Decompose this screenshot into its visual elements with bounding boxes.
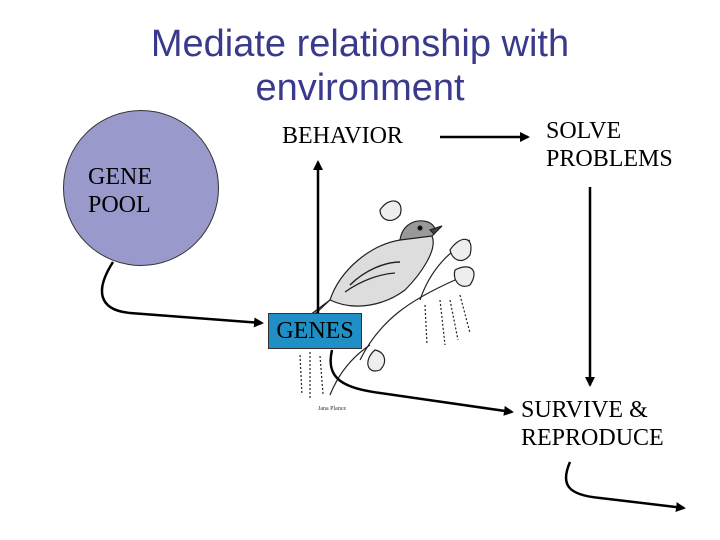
arrow-genepool-to-genes <box>100 261 264 328</box>
bird-wing-2 <box>344 272 396 293</box>
solve-problems-label: SOLVE PROBLEMS <box>546 118 673 172</box>
branch-lower <box>329 344 371 396</box>
bird-beak <box>428 225 443 235</box>
bird-body <box>329 233 434 307</box>
leaf-2 <box>453 266 475 287</box>
behavior-label: BEHAVIOR <box>282 123 403 149</box>
illustration-signature: Jana Plance <box>318 406 346 412</box>
genes-box: GENES <box>268 313 362 349</box>
catkins <box>299 294 471 400</box>
survive-reproduce-label: SURVIVE & REPRODUCE <box>521 397 664 451</box>
gene-pool-circle <box>63 110 219 266</box>
leaf-1 <box>449 238 472 262</box>
arrow-survive-out <box>564 461 686 513</box>
bird-wing <box>349 261 401 286</box>
bird-illustration <box>289 200 475 400</box>
arrow-genes-to-survive <box>329 349 514 416</box>
leaf-3 <box>379 200 402 222</box>
leaf-4 <box>367 349 386 372</box>
gene-pool-label: GENE POOL <box>88 164 152 218</box>
slide-title: Mediate relationship with environment <box>150 23 570 109</box>
bird-eye <box>417 225 423 231</box>
